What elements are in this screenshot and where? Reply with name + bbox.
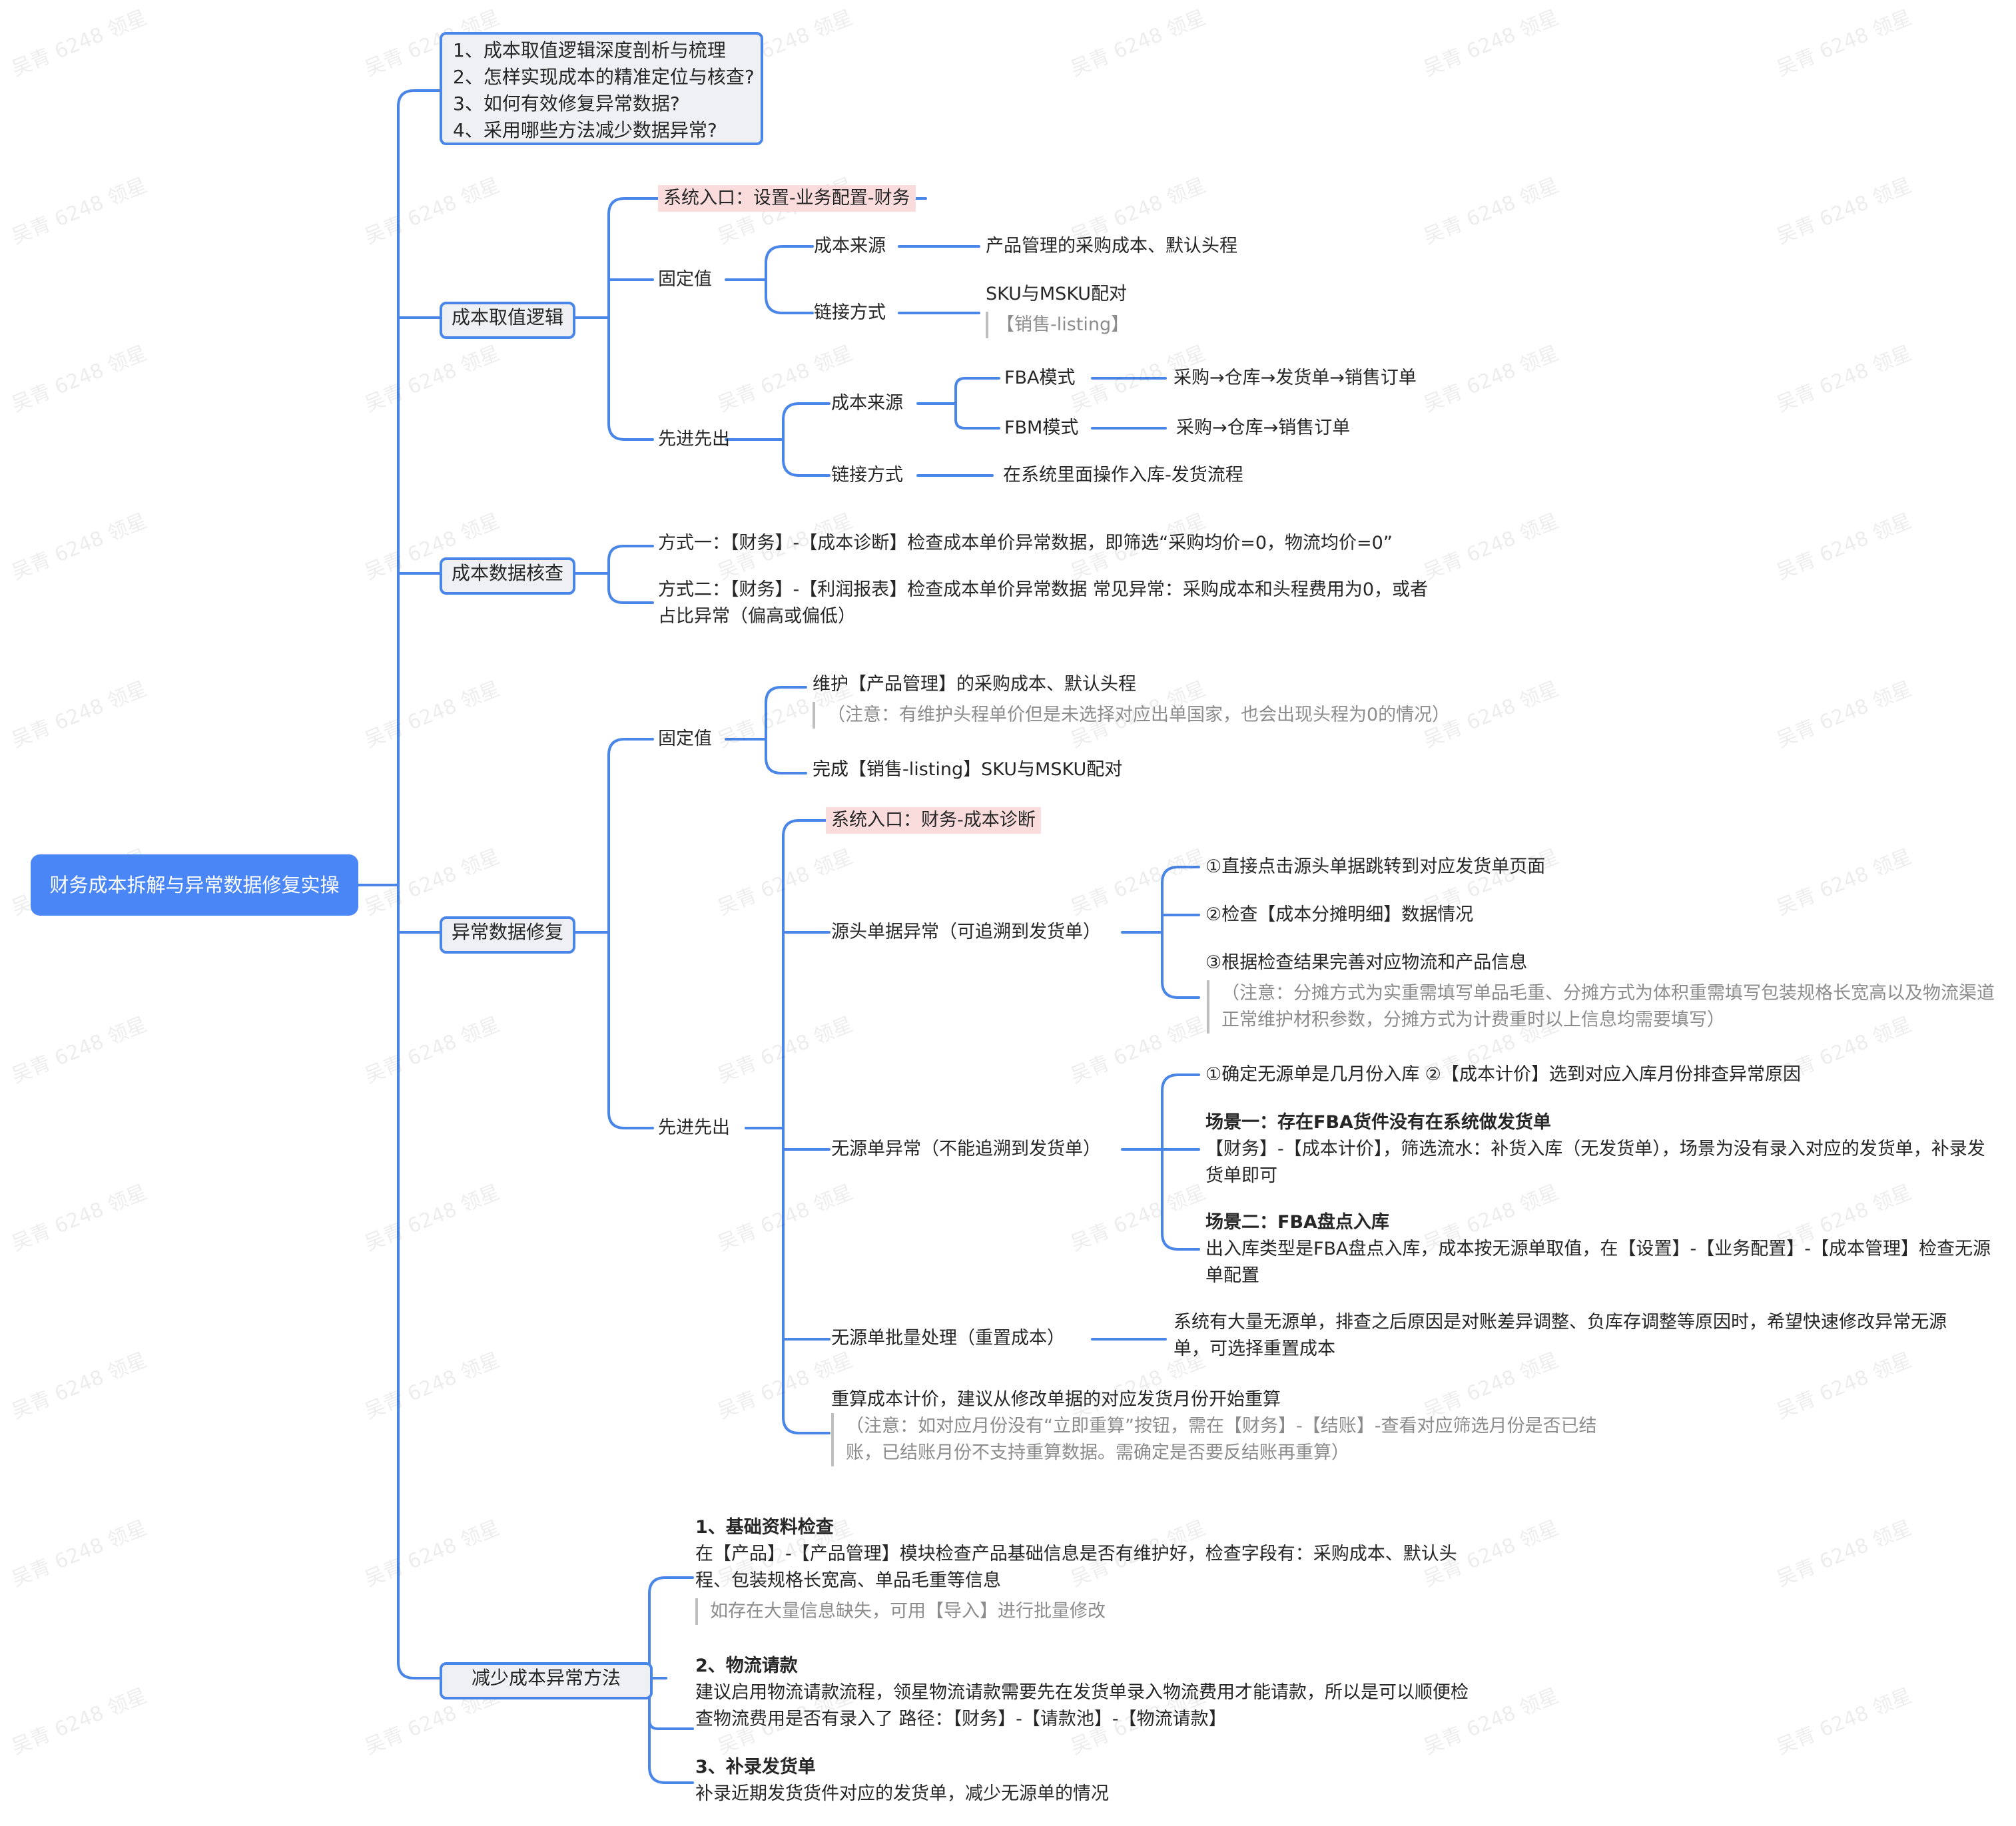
b3-fifo-entry: 系统入口：财务-成本诊断 [826, 807, 1041, 834]
connector [607, 738, 654, 757]
connector [1161, 866, 1200, 884]
b3-traceable[interactable]: 源头单据异常（可追溯到发货单） [831, 922, 1101, 942]
b3-batch-text: 系统有大量无源单，排查之后原因是对账差异调整、负库存调整等原因时，希望快速修改异… [1174, 1312, 1947, 1359]
b3-fixed[interactable]: 固定值 [658, 729, 712, 749]
b3-fixed-item-2: 完成【销售-listing】SKU与MSKU配对 [813, 759, 1123, 780]
b4-method-3-title: 3、补录发货单 [695, 1757, 816, 1777]
b1-fixed-link[interactable]: 链接方式 [814, 302, 886, 323]
connector [397, 1661, 441, 1679]
b1-fifo[interactable]: 先进先出 [658, 429, 730, 450]
b3-recalc[interactable]: 重算成本计价，建议从修改单据的对应发货月份开始重算 [831, 1389, 1281, 1410]
b3-scenario-2-text: 出入库类型是FBA盘点入库，成本按无源单取值，在【设置】-【业务配置】-【成本管… [1205, 1239, 1991, 1286]
intro-item: 1、成本取值逻辑深度剖析与梳理 [453, 39, 726, 61]
intro-item: 4、采用哪些方法减少数据异常? [453, 119, 717, 141]
b1-fixed-source-val: 产品管理的采购成本、默认头程 [986, 236, 1237, 256]
branch-reduce-methods[interactable]: 减少成本异常方法 [440, 1662, 653, 1699]
connector [765, 686, 807, 704]
b4-method-1-text: 在【产品】-【产品管理】模块检查产品基础信息是否有维护好，检查字段有：采购成本、… [695, 1544, 1457, 1591]
b1-fixed-link-note: 【销售-listing】 [986, 312, 1129, 338]
b3-fixed-item-1: 维护【产品管理】的采购成本、默认头程 [813, 674, 1136, 695]
connector [397, 89, 441, 108]
branch-data-repair[interactable]: 异常数据修复 [440, 916, 575, 954]
connector [607, 422, 654, 441]
b3-scenario-1-title: 场景一：存在FBA货件没有在系统做发货单 [1205, 1112, 1551, 1133]
b3-untraceable[interactable]: 无源单异常（不能追溯到发货单） [831, 1139, 1101, 1159]
connector [1161, 980, 1200, 999]
connector [954, 418, 1000, 430]
b1-fifo-link-val: 在系统里面操作入库-发货流程 [1003, 465, 1243, 485]
b3-traceable-step-2: ②检查【成本分摊明细】数据情况 [1205, 904, 1474, 925]
root-topic[interactable]: 财务成本拆解与异常数据修复实操 [31, 854, 358, 916]
b2-method-1: 方式一：【财务】-【成本诊断】检查成本单价异常数据，即筛选“采购均价=0，物流均… [658, 533, 1393, 553]
connector [607, 197, 927, 216]
b3-batch[interactable]: 无源单批量处理（重置成本） [831, 1328, 1065, 1349]
intro-box[interactable]: 1、成本取值逻辑深度剖析与梳理 2、怎样实现成本的精准定位与核查? 3、如何有效… [440, 32, 763, 145]
connector [782, 819, 831, 838]
connector [782, 458, 831, 477]
connector [782, 1416, 831, 1434]
b3-scenario-1-text: 【财务】-【成本计价】，筛选流水：补货入库（无发货单），场景为没有录入对应的发货… [1205, 1139, 1985, 1186]
connector [782, 402, 831, 421]
b1-entry: 系统入口：设置-业务配置-财务 [658, 185, 916, 212]
b4-method-2-title: 2、物流请款 [695, 1656, 798, 1676]
connector [648, 1576, 694, 1595]
b3-untraceable-step-1: ①确定无源单是几月份入库 ②【成本计价】选到对应入库月份排查异常原因 [1205, 1064, 1801, 1085]
branch-cost-logic[interactable]: 成本取值逻辑 [440, 302, 575, 339]
connector [648, 1719, 694, 1730]
b1-fixed-link-val: SKU与MSKU配对 [986, 284, 1128, 304]
connector [607, 545, 654, 562]
b3-traceable-note: （注意：分摊方式为实重需填写单品毛重、分摊方式为体积重需填写包装规格长宽高以及物… [1207, 980, 2007, 1034]
b4-method-3-text: 补录近期发货货件对应的发货单，减少无源单的情况 [695, 1783, 1109, 1804]
b4-method-1-title: 1、基础资料检查 [695, 1517, 834, 1538]
b3-scenario-2-title: 场景二：FBA盘点入库 [1205, 1212, 1389, 1233]
connector [765, 295, 814, 314]
branch-cost-check[interactable]: 成本数据核查 [440, 557, 575, 595]
b4-method-1-note: 如存在大量信息缺失，可用【导入】进行批量修改 [695, 1598, 1106, 1625]
connector [648, 1765, 694, 1784]
connector [1161, 1232, 1200, 1251]
b3-traceable-step-3: ③根据检查结果完善对应物流和产品信息 [1205, 952, 1528, 973]
b1-fba[interactable]: FBA模式 [1004, 368, 1076, 388]
b1-fixed[interactable]: 固定值 [658, 269, 712, 290]
b1-fbm[interactable]: FBM模式 [1004, 418, 1079, 438]
connector [1161, 1073, 1200, 1092]
connector [765, 757, 807, 774]
b3-recalc-note: （注意：如对应月份没有“立即重算”按钮，需在【财务】-【结账】-查看对应筛选月份… [831, 1413, 1632, 1466]
connector [954, 377, 1000, 389]
b1-fifo-link[interactable]: 链接方式 [831, 465, 903, 485]
b1-fifo-source[interactable]: 成本来源 [831, 393, 903, 414]
b3-fifo[interactable]: 先进先出 [658, 1117, 730, 1138]
b1-fixed-source[interactable]: 成本来源 [814, 236, 886, 256]
connector [607, 1111, 654, 1129]
intro-item: 3、如何有效修复异常数据? [453, 93, 680, 115]
b1-fba-flow: 采购→仓库→发货单→销售订单 [1174, 368, 1417, 388]
intro-item: 2、怎样实现成本的精准定位与核查? [453, 66, 755, 88]
b3-fixed-note-1: （注意：有维护头程单价但是未选择对应出单国家，也会出现头程为0的情况） [813, 702, 1450, 729]
connector [765, 245, 814, 264]
b4-method-2-text: 建议启用物流请款流程，领星物流请款需要先在发货单录入物流费用才能请款，所以是可以… [695, 1682, 1469, 1729]
b3-traceable-step-1: ①直接点击源头单据跳转到对应发货单页面 [1205, 856, 1546, 877]
b1-fbm-flow: 采购→仓库→销售订单 [1176, 418, 1351, 438]
b2-method-2: 方式二：【财务】-【利润报表】检查成本单价异常数据 常见异常：采购成本和头程费用… [658, 579, 1429, 627]
connector [607, 587, 654, 604]
